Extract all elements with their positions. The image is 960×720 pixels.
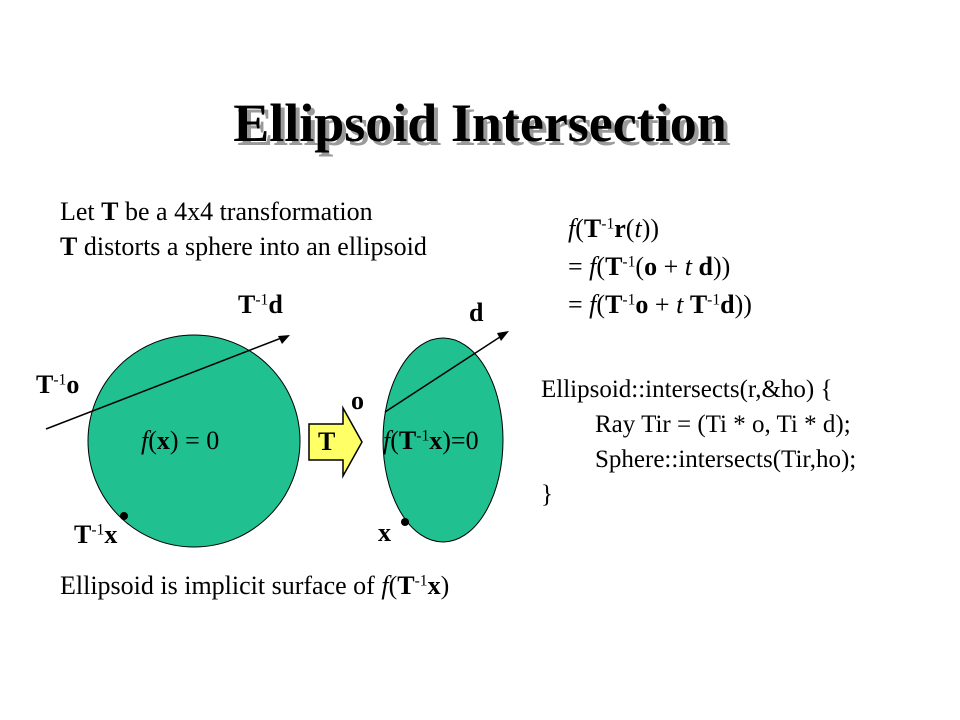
matrix-symbol: T (398, 426, 417, 455)
matrix-symbol: T (101, 197, 119, 226)
equation-text: ) = 0 (169, 426, 220, 455)
origin-symbol: o (635, 290, 649, 319)
inverse-exponent: -1 (601, 215, 615, 233)
function-symbol: f (141, 426, 149, 455)
function-symbol: f (568, 214, 576, 243)
point-symbol: x (156, 426, 170, 455)
intro-line-2: T distorts a sphere into an ellipsoid (60, 231, 427, 263)
equals-sign: = (568, 290, 590, 319)
code-line: Sphere::intersects(Tir,ho); (595, 446, 857, 473)
matrix-symbol: T (605, 252, 623, 281)
inverse-exponent: -1 (416, 427, 430, 445)
code-line: Ellipsoid::intersects(r,&ho) { (541, 376, 833, 403)
ray-arrowhead (278, 335, 290, 344)
point-dot (120, 512, 128, 520)
matrix-symbol: T (74, 520, 92, 549)
equation-text: )=0 (442, 426, 479, 455)
code-line: } (541, 481, 553, 508)
inverse-exponent: -1 (91, 521, 105, 539)
direction-symbol: d (720, 290, 735, 319)
function-symbol: f (589, 252, 597, 281)
matrix-symbol: T (397, 571, 415, 600)
derivation-line-3: = f(T-1o + t T-1d)) (568, 290, 752, 319)
origin-symbol: o (66, 370, 80, 399)
point-symbol: x (429, 426, 443, 455)
footer-text: Ellipsoid is implicit surface of (60, 571, 382, 600)
label-inv-x: T-1x (74, 520, 117, 550)
point-symbol: x (104, 520, 118, 549)
sphere-equation: f(x) = 0 (141, 426, 220, 455)
derivation-line-2: = f(T-1(o + t d)) (568, 252, 731, 281)
transform-arrow-label: T (318, 427, 336, 456)
transform-arrow (308, 405, 363, 479)
label-d: d (469, 298, 484, 327)
code-block: Ellipsoid::intersects(r,&ho) { Ray Tir =… (541, 372, 856, 512)
inverse-exponent: -1 (255, 291, 269, 309)
sphere (87, 334, 301, 548)
param-symbol: t (676, 290, 684, 319)
label-inv-o: T-1o (36, 370, 79, 400)
function-symbol: f (383, 426, 391, 455)
direction-symbol: d (268, 290, 283, 319)
inverse-exponent: -1 (53, 371, 67, 389)
equals-sign: = (568, 252, 590, 281)
label-inv-d: T-1d (238, 290, 283, 320)
matrix-symbol: T (238, 290, 256, 319)
ellipsoid (382, 337, 504, 543)
inverse-exponent: -1 (622, 291, 636, 309)
intro-text: be a 4x4 transformation (118, 197, 373, 226)
ray-symbol: r (614, 214, 626, 243)
matrix-symbol: T (605, 290, 623, 319)
intro-text: Let (60, 197, 102, 226)
footer-line: Ellipsoid is implicit surface of f(T-1x) (60, 571, 450, 600)
function-symbol: f (589, 290, 597, 319)
label-x: x (378, 518, 391, 547)
matrix-symbol: T (689, 290, 708, 319)
intro-text: distorts a sphere into an ellipsoid (77, 232, 427, 261)
inverse-exponent: -1 (622, 253, 636, 271)
point-symbol: x (427, 571, 441, 600)
param-symbol: t (634, 214, 642, 243)
ray-arrowhead (497, 331, 509, 341)
ellipsoid-equation: f(T-1x)=0 (383, 426, 479, 455)
page-title: Ellipsoid Intersection (233, 93, 727, 153)
code-line: Ray Tir = (Ti * o, Ti * d); (595, 411, 851, 438)
ray-sphere (45, 336, 285, 430)
matrix-symbol: T (583, 214, 602, 243)
direction-symbol: d (698, 252, 713, 281)
inverse-exponent: -1 (707, 291, 721, 309)
intro-line-1: Let T be a 4x4 transformation (60, 196, 373, 228)
param-symbol: t (684, 252, 692, 281)
matrix-symbol: T (60, 232, 78, 261)
ray-ellipsoid (384, 334, 504, 413)
label-o: o (351, 386, 364, 415)
function-symbol: f (381, 571, 389, 600)
derivation-line-1: f(T-1r(t)) (568, 214, 660, 243)
matrix-symbol: T (36, 370, 54, 399)
inverse-exponent: -1 (414, 572, 428, 590)
point-dot (401, 518, 409, 526)
origin-symbol: o (644, 252, 658, 281)
